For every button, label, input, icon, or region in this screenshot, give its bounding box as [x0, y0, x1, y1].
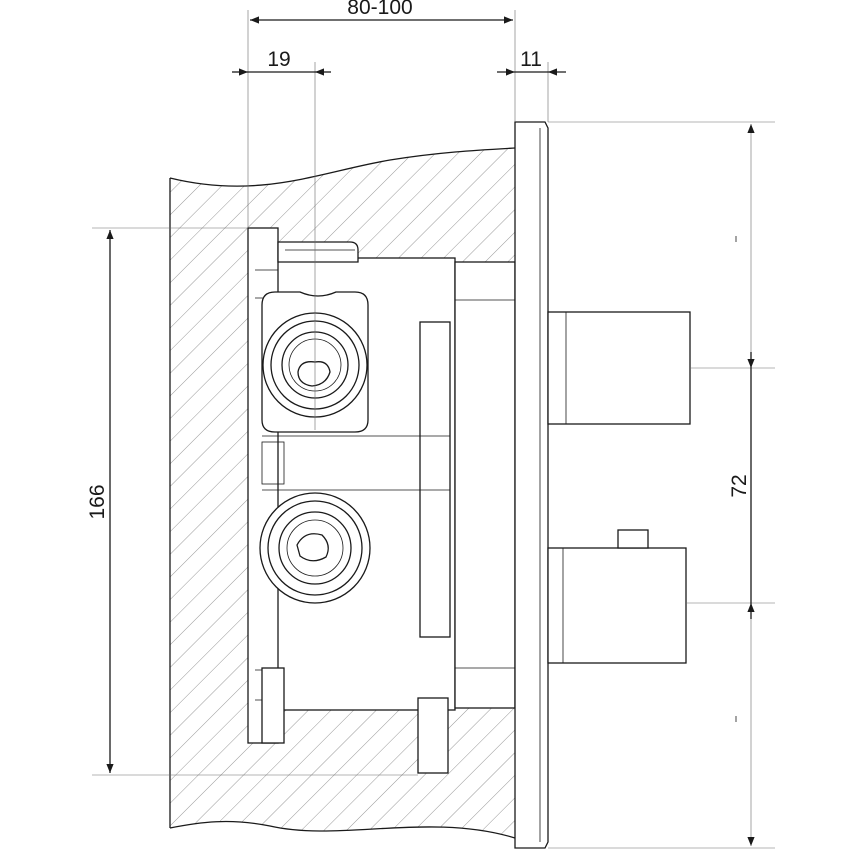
bottom-tab	[417, 697, 449, 774]
dimension-total-height: 166	[86, 230, 114, 773]
bottom-foot	[261, 667, 285, 744]
lower-handle	[547, 529, 687, 664]
lower-port	[259, 492, 371, 604]
dimension-left-offset-label: 19	[267, 48, 290, 71]
dimension-total-height-label: 166	[86, 484, 109, 519]
valve-body	[247, 227, 516, 774]
extension-lines	[92, 10, 775, 849]
dimension-handle-spacing-label: 72	[728, 474, 751, 497]
top-clip	[277, 241, 359, 263]
wall-outline	[169, 147, 516, 839]
dimension-left-offset: 19	[232, 48, 331, 76]
upper-handle	[547, 311, 691, 425]
dimension-right-offset-label: 11	[520, 48, 542, 71]
dimension-depth: 80-100	[250, 0, 513, 24]
dimension-depth-label: 80-100	[347, 0, 412, 19]
body-neck	[454, 261, 516, 709]
dimension-right-offset: 11	[497, 48, 566, 76]
cover-plate	[514, 121, 549, 849]
dimension-handle-spacing: 72	[728, 352, 755, 619]
